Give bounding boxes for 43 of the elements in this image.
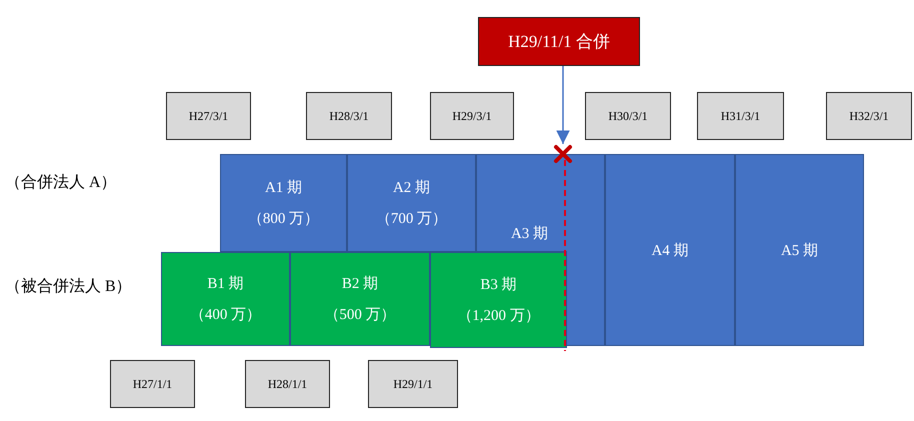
- date-box: [245, 360, 330, 408]
- period-box: [347, 154, 476, 252]
- period-text: A2 期: [392, 178, 430, 197]
- date-box: [697, 92, 784, 140]
- period-text: B3 期: [480, 276, 517, 294]
- period-box: [161, 252, 290, 346]
- date-box: [368, 360, 458, 408]
- row-label: （合併法人 A）: [5, 172, 117, 193]
- date-box: [585, 92, 671, 140]
- period-text: B1 期: [207, 274, 244, 293]
- period-box: [290, 252, 430, 346]
- period-text: A1 期: [264, 178, 302, 197]
- period-box: [735, 154, 864, 346]
- date-text: H28/1/1: [268, 376, 308, 392]
- cross-mark-icon: [553, 144, 573, 164]
- date-box: [110, 360, 195, 408]
- date-box: [166, 92, 251, 140]
- date-text: H29/1/1: [393, 376, 433, 392]
- merger-box: [478, 17, 640, 66]
- date-text: H27/1/1: [132, 376, 172, 392]
- period-text: A5 期: [780, 242, 818, 260]
- period-text: A4 期: [651, 242, 689, 260]
- date-text: H32/3/1: [849, 108, 889, 124]
- date-text: H29/3/1: [452, 108, 492, 124]
- period-text: （400 万）: [190, 306, 262, 324]
- date-box: [306, 92, 392, 140]
- period-text: （500 万）: [324, 306, 396, 324]
- date-text: H27/3/1: [188, 108, 228, 124]
- date-box: [826, 92, 912, 140]
- date-text: H31/3/1: [720, 108, 760, 124]
- period-text: （800 万）: [248, 210, 320, 228]
- row-label: （被合併法人 B）: [5, 276, 132, 297]
- period-box: [430, 252, 567, 348]
- period-text: B2 期: [342, 274, 378, 293]
- period-text: （700 万）: [376, 210, 448, 228]
- period-box: [605, 154, 735, 346]
- date-box: [430, 92, 514, 140]
- period-text: A3 期: [510, 224, 548, 243]
- merger-label: H29/11/1 合併: [508, 31, 610, 53]
- date-text: H28/3/1: [329, 108, 369, 124]
- period-text: （1,200 万）: [457, 307, 540, 325]
- date-text: H30/3/1: [608, 108, 648, 124]
- period-box: [220, 154, 347, 252]
